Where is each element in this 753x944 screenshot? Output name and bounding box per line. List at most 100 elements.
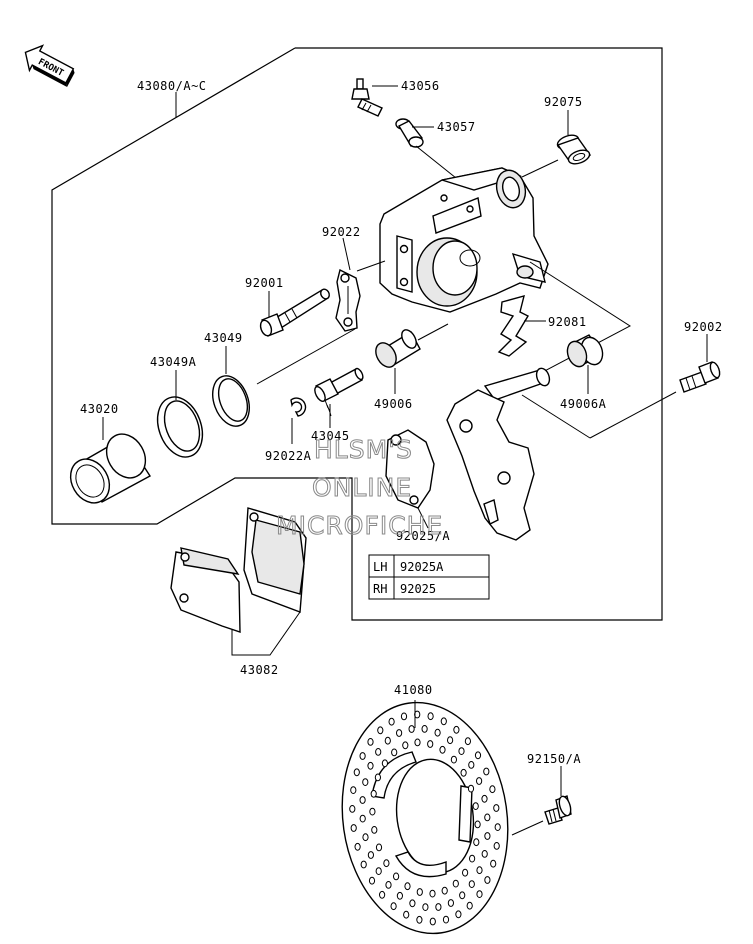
disc-hole [349, 805, 356, 813]
disc-hole [474, 751, 482, 760]
bleeder-valve [351, 78, 383, 117]
disc-holes [349, 710, 501, 926]
disc-hole [375, 748, 382, 756]
label-boot-92075: 92075 [544, 95, 583, 109]
disc-hole [466, 901, 473, 910]
front-arrow-icon: FRONT [24, 44, 75, 87]
disc-hole [353, 768, 360, 777]
disc-hole [371, 826, 378, 834]
disc-hole [458, 747, 465, 755]
label-bleeder-cap: 43057 [437, 120, 476, 134]
plate-92022 [335, 268, 361, 332]
disc-hole [459, 891, 466, 900]
disc-hole [381, 759, 388, 768]
disc-hole [472, 802, 479, 810]
brake-disc [341, 701, 509, 935]
disc-hole [434, 728, 441, 737]
disc-hole [435, 903, 442, 911]
disc-hole [447, 736, 454, 745]
disc-hole [489, 785, 496, 794]
disc-hole [383, 859, 390, 868]
clip-92022a [290, 397, 307, 417]
disc-hole [484, 876, 491, 884]
disc-hole [404, 882, 411, 891]
disc-hole [360, 860, 367, 869]
disc-hole [359, 814, 366, 823]
bolt-92150 [544, 795, 572, 825]
watermark-line-2: ONLINE [312, 473, 412, 502]
disc-hole [379, 890, 386, 899]
bolt-92002 [679, 361, 721, 393]
boot-92075 [556, 134, 592, 165]
disc-hole [467, 784, 475, 793]
disc-hole [460, 768, 467, 777]
label-bleeder: 43056 [401, 79, 440, 93]
label-plate-92025: 92025/A [396, 529, 450, 543]
disc-hole [421, 725, 428, 733]
disc-hole [481, 850, 488, 858]
disc-hole [375, 867, 382, 875]
disc-hole [441, 886, 448, 895]
disc-hole [354, 842, 361, 851]
brake-pads [170, 507, 307, 633]
disc-hole [462, 868, 469, 877]
disc-hole [469, 854, 476, 863]
disc-hole [393, 872, 400, 881]
label-seal-43049a: 43049A [150, 355, 197, 369]
disc-hole [367, 738, 374, 746]
caliper-bracket [446, 367, 551, 541]
side-table: LH 92025A RH 92025 [368, 554, 490, 600]
disc-hole [416, 915, 423, 924]
disc-hole [484, 813, 491, 822]
disc-hole [400, 712, 408, 721]
disc-hole [408, 725, 415, 733]
seal-43049a [156, 396, 204, 458]
disc-hole [483, 767, 490, 776]
disc-hole [368, 876, 376, 885]
label-disc: 41080 [394, 683, 433, 697]
disc-hole [391, 748, 398, 757]
disc-hole [494, 823, 501, 831]
table-part-rh: 92025 [400, 582, 436, 596]
piston-43020 [69, 433, 151, 504]
disc-hole [350, 786, 357, 794]
disc-hole [359, 796, 366, 804]
watermark-line-3: MICROFICHE [276, 511, 443, 540]
table-side-rh: RH [373, 582, 387, 596]
disc-hole [468, 880, 475, 888]
label-boot-49006: 49006 [374, 397, 413, 411]
disc-hole [350, 824, 357, 832]
disc-hole [367, 851, 374, 859]
disc-hole [422, 903, 429, 911]
disc-hole [427, 712, 434, 721]
label-spring-92081: 92081 [548, 315, 587, 329]
pad-plate-92025 [385, 429, 435, 509]
disc-hole [359, 752, 366, 760]
disc-hole [377, 726, 384, 735]
table-part-lh: 92025A [400, 560, 444, 574]
disc-hole [476, 777, 483, 785]
label-clip-92022a: 92022A [265, 449, 312, 463]
watermark-line-1: HLSM'S [314, 435, 413, 464]
disc-hole [440, 717, 447, 726]
disc-hole [473, 838, 480, 847]
assembly-frame [51, 47, 663, 621]
disc-hole [388, 717, 395, 726]
disc-hole [493, 842, 500, 850]
disc-hole [452, 879, 459, 888]
disc-hole [367, 761, 374, 770]
disc-hole [476, 866, 483, 875]
disc-hole [403, 910, 410, 919]
disc-hole [493, 804, 500, 812]
disc-hole [464, 737, 471, 746]
boot-49006a [566, 334, 604, 368]
label-assembly: 43080/A~C [137, 79, 207, 93]
disc-hole [490, 859, 497, 868]
disc-hole [450, 755, 457, 764]
disc-hole [447, 899, 454, 907]
label-plate-92022: 92022 [322, 225, 361, 239]
disc-hole [409, 899, 416, 908]
label-pads: 43082 [240, 663, 279, 677]
disc-hole [385, 881, 392, 889]
bleeder-cap [395, 118, 424, 148]
